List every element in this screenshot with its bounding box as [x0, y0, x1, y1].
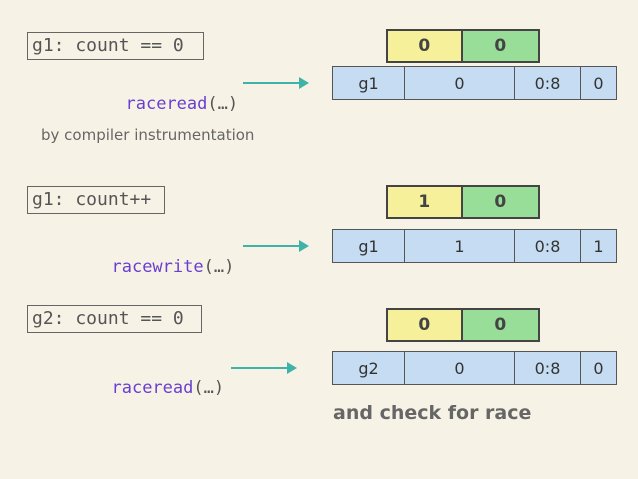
- shadow-is-write: 0: [581, 67, 616, 99]
- shadow-word-2: g1 1 0:8 1: [332, 229, 617, 263]
- vector-clock-1: 0 0: [386, 29, 540, 63]
- call-function: raceread: [111, 378, 194, 398]
- shadow-word-1: g1 0 0:8 0: [332, 66, 617, 100]
- instrumentation-call-2: racewrite(…): [91, 237, 234, 277]
- shadow-clock: 1: [405, 230, 515, 262]
- call-args: (…): [207, 94, 239, 114]
- call-function: raceread: [125, 94, 208, 114]
- instrumentation-call-1: raceread(…): [105, 74, 238, 114]
- clock-cell-g1: 1: [388, 187, 463, 217]
- shadow-is-write: 1: [581, 230, 616, 262]
- arrow-right-icon: [243, 240, 309, 252]
- arrow-right-icon: [231, 362, 297, 374]
- shadow-clock: 0: [405, 352, 515, 384]
- footer-caption: and check for race: [333, 402, 532, 424]
- call-args: (…): [193, 378, 225, 398]
- shadow-word-3: g2 0 0:8 0: [332, 351, 617, 385]
- shadow-addr-range: 0:8: [515, 67, 581, 99]
- instrumentation-call-3: raceread(…): [91, 358, 224, 398]
- arrow-right-icon: [243, 77, 309, 89]
- clock-cell-g2: 0: [462, 31, 538, 61]
- call-args: (…): [203, 257, 235, 277]
- clock-cell-g1: 0: [388, 310, 463, 340]
- shadow-goroutine: g1: [333, 230, 405, 262]
- vector-clock-3: 0 0: [386, 308, 540, 342]
- shadow-goroutine: g2: [333, 352, 405, 384]
- shadow-is-write: 0: [581, 352, 616, 384]
- call-function: racewrite: [111, 257, 204, 277]
- instrumentation-note: by compiler instrumentation: [41, 126, 255, 144]
- code-statement-1: g1: count == 0: [27, 32, 204, 60]
- clock-cell-g2: 0: [462, 187, 538, 217]
- shadow-addr-range: 0:8: [515, 352, 581, 384]
- vector-clock-2: 1 0: [386, 185, 540, 219]
- clock-cell-g1: 0: [388, 31, 463, 61]
- code-statement-3: g2: count == 0: [27, 305, 202, 333]
- shadow-clock: 0: [405, 67, 515, 99]
- shadow-addr-range: 0:8: [515, 230, 581, 262]
- clock-cell-g2: 0: [462, 310, 538, 340]
- code-statement-2: g1: count++: [27, 186, 165, 214]
- shadow-goroutine: g1: [333, 67, 405, 99]
